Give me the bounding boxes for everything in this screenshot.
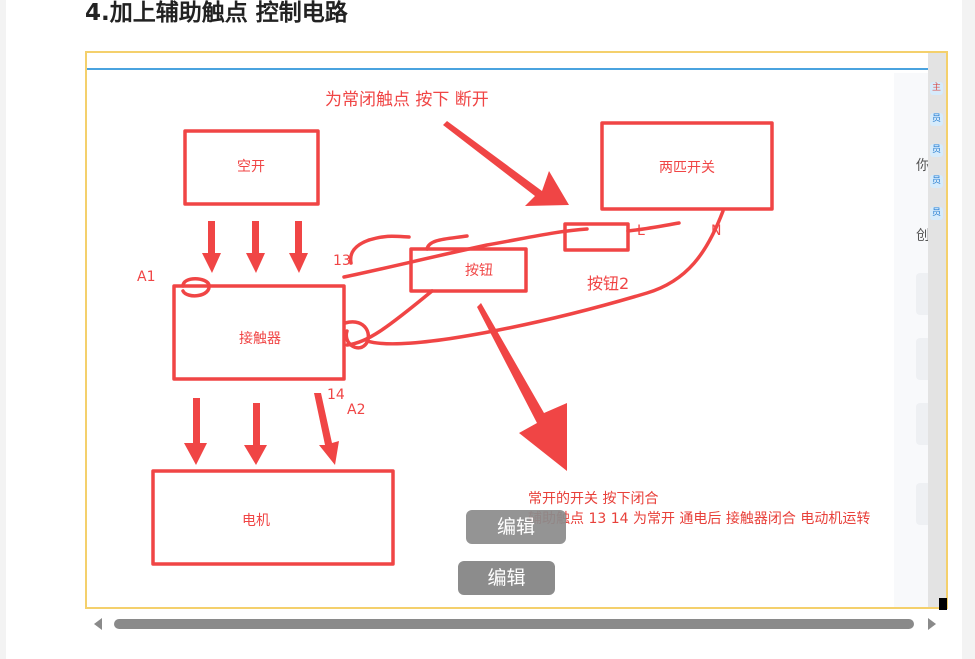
switch-label: 两匹开关 xyxy=(659,160,715,176)
badge-member: 员 xyxy=(930,113,943,126)
top-note: 为常闭触点 按下 断开 xyxy=(325,90,489,110)
arrow-down xyxy=(289,221,308,273)
breaker-box xyxy=(183,129,320,206)
label-a1: A1 xyxy=(137,269,155,285)
side-strip: 主 员 员 员 员 xyxy=(928,53,946,607)
frame-top-line xyxy=(87,68,932,70)
contactor-label: 接触器 xyxy=(239,330,281,347)
scroll-right-icon[interactable] xyxy=(928,618,936,630)
wire-13-stub xyxy=(367,234,411,242)
arrow-down xyxy=(314,393,339,465)
badge-member: 员 xyxy=(930,207,943,220)
label-n: N xyxy=(711,223,721,239)
arrow-down xyxy=(246,221,265,273)
button-label: 按钮 xyxy=(465,263,493,279)
badge-member: 员 xyxy=(930,144,943,157)
motor-box xyxy=(151,469,395,566)
label-13: 13 xyxy=(333,253,351,269)
panel-label-1: 你 xyxy=(916,158,930,174)
a1-contact xyxy=(181,277,211,298)
note-line-2: 辅助触点 13 14 为常开 通电后 接触器闭合 电动机运转 xyxy=(528,511,871,527)
switch-box xyxy=(600,121,774,211)
wire-button-up xyxy=(425,234,469,251)
wire-L xyxy=(626,221,681,233)
breaker-label: 空开 xyxy=(237,159,265,175)
wire-button-down xyxy=(345,289,434,347)
panel-label-2: 创 xyxy=(916,228,930,244)
edit-button[interactable]: 编辑 xyxy=(466,510,566,544)
aux-contact xyxy=(343,320,371,350)
label-l: L xyxy=(637,223,645,239)
arrow-down xyxy=(202,221,221,273)
wire-13-hook xyxy=(348,238,371,265)
note-line-1: 常开的开关 按下闭合 xyxy=(528,491,659,507)
big-arrow-to-switch xyxy=(443,121,569,206)
corner-marker xyxy=(939,598,947,610)
section-heading: 4.加上辅助触点 控制电路 xyxy=(85,0,348,26)
big-arrow-down xyxy=(477,303,567,471)
button2-label: 按钮2 xyxy=(587,274,629,293)
motor-label: 电机 xyxy=(242,513,270,529)
wiring-diagram: 空开 两匹开关 按钮 接触器 电机 为常闭触点 按下 断开 按钮2 A1 A2 … xyxy=(137,90,774,566)
wire-13 xyxy=(342,227,589,279)
scrollbar-thumb[interactable] xyxy=(114,619,914,629)
label-14: 14 xyxy=(327,387,345,403)
arrow-down xyxy=(184,398,207,465)
button2-box xyxy=(563,222,630,252)
horizontal-scrollbar[interactable] xyxy=(88,614,944,634)
badge-primary: 主 xyxy=(930,82,943,95)
scroll-left-icon[interactable] xyxy=(94,618,102,630)
arrow-down xyxy=(244,403,267,465)
badge-member: 员 xyxy=(930,175,943,188)
edit-button[interactable]: 编辑 xyxy=(458,561,555,595)
wire-N xyxy=(365,209,725,346)
image-frame: 你 创 主 员 员 员 员 xyxy=(85,51,948,609)
contactor-box xyxy=(172,284,346,381)
label-a2: A2 xyxy=(347,402,365,418)
